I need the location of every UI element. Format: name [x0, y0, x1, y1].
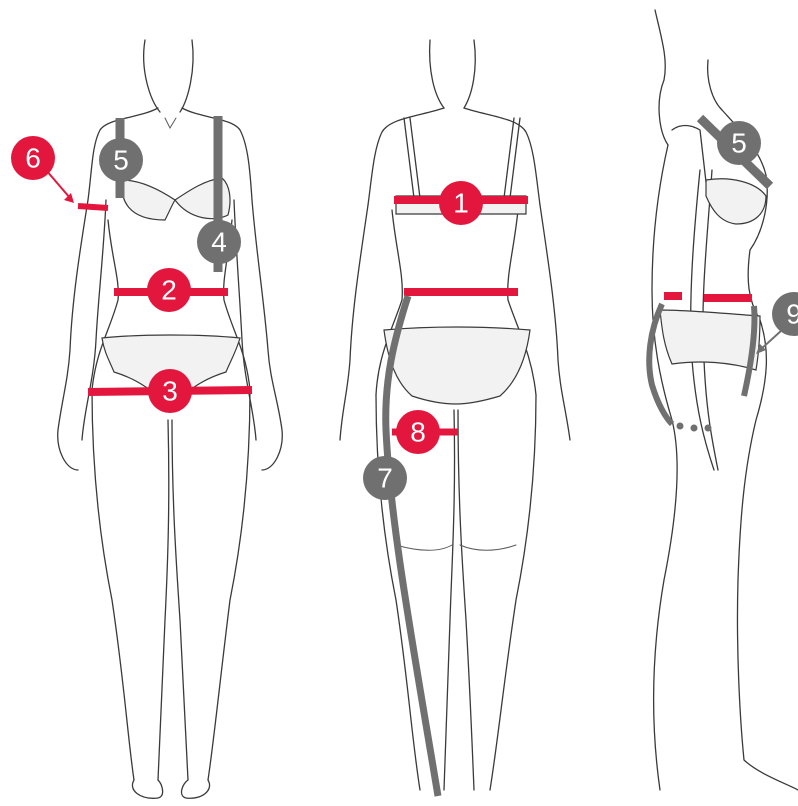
- badge-front-6: 6: [25, 143, 41, 174]
- front-head-outline: [144, 40, 193, 128]
- front-hip-marker: 3: [88, 369, 252, 413]
- back-head-outline: [430, 40, 476, 108]
- side-waist-marker: [664, 296, 752, 298]
- badge-back-1: 1: [453, 188, 469, 219]
- badge-front-3: 3: [162, 376, 178, 407]
- badge-front-5: 5: [113, 145, 129, 176]
- front-upper-arm-marker: 6: [11, 136, 108, 208]
- back-figure: [340, 40, 570, 790]
- front-body-outline: [58, 108, 283, 798]
- badge-back-7: 7: [377, 463, 393, 494]
- badge-front-2: 2: [161, 275, 177, 306]
- badge-front-4: 4: [211, 227, 227, 258]
- back-thigh-marker: 8: [392, 410, 458, 454]
- side-briefs: [660, 310, 760, 370]
- badge-back-8: 8: [410, 417, 426, 448]
- back-band-marker: 1: [394, 181, 528, 225]
- badge-side-9: 9: [786, 299, 798, 330]
- back-briefs: [384, 327, 530, 404]
- badge-side-5: 5: [731, 128, 747, 159]
- front-figure: [58, 40, 283, 798]
- side-shoulder-marker: 5: [700, 118, 770, 186]
- front-waist-marker: 2: [114, 268, 228, 312]
